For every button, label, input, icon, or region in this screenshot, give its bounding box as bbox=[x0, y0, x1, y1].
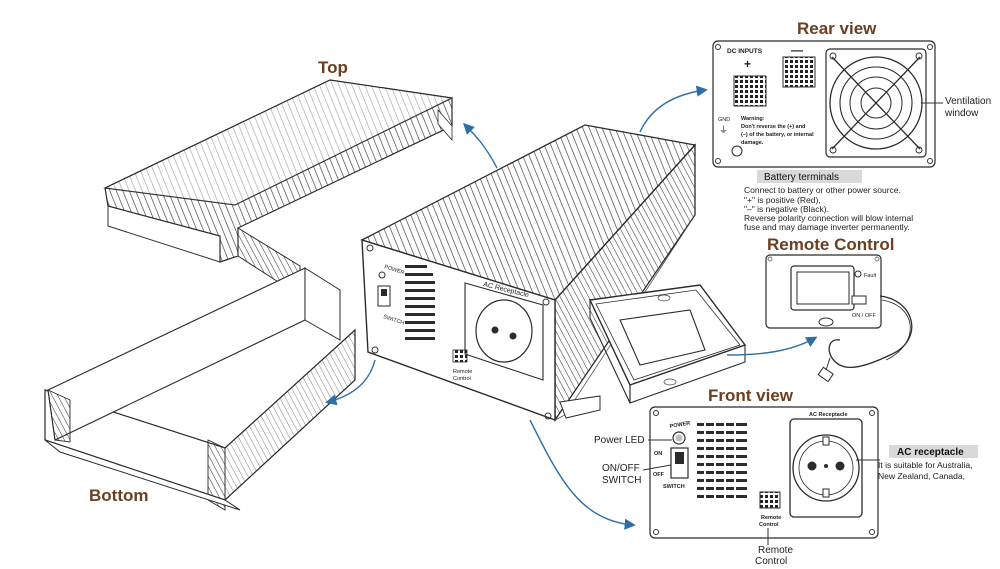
ventilation-label-2: window bbox=[944, 108, 979, 119]
battery-terminals-title: Battery terminals bbox=[764, 172, 839, 183]
front-ac-receptacle-label: AC Receptacle bbox=[809, 412, 848, 418]
rear-minus-sign: — bbox=[791, 43, 803, 57]
battery-note-line-4: Reverse polarity connection will blow in… bbox=[744, 213, 913, 223]
front-remote-label-2: Control bbox=[759, 522, 779, 528]
remote-on-off-label: ON / OFF bbox=[852, 313, 876, 319]
ventilation-label-1: Ventilation bbox=[945, 96, 991, 107]
front-on-label: ON bbox=[654, 451, 662, 457]
rear-gnd-label: GND bbox=[718, 117, 730, 123]
top-housing-illustration bbox=[102, 79, 454, 297]
callout-on-off-1: ON/OFF bbox=[602, 463, 640, 474]
front-switch-label: SWITCH bbox=[663, 484, 685, 490]
bottom-housing-illustration bbox=[44, 267, 356, 511]
arrow-to-rear-view bbox=[639, 85, 708, 133]
unit-remote-label-1: Remote bbox=[453, 369, 472, 375]
rear-warning-3: (–) of the battery, or internal bbox=[741, 132, 814, 138]
ground-icon: ⏚ bbox=[719, 125, 728, 135]
heading-front-view: Front view bbox=[708, 386, 794, 405]
callout-on-off-2: SWITCH bbox=[602, 475, 641, 486]
rear-view-panel: DC INPUTS + — GND ⏚ Warning: Don't rever… bbox=[712, 40, 991, 168]
heading-bottom: Bottom bbox=[89, 486, 148, 505]
rear-dc-inputs-label: DC INPUTS bbox=[727, 48, 763, 55]
front-remote-label-1: Remote bbox=[761, 515, 781, 521]
arrow-to-bottom bbox=[325, 359, 376, 406]
rear-positive-terminal bbox=[733, 75, 767, 107]
front-callouts: Power LED ON/OFF SWITCH Remote Control bbox=[594, 435, 793, 567]
callout-remote-1: Remote bbox=[758, 545, 793, 556]
ac-note-line-2: New Zealand, Canada, bbox=[878, 471, 965, 481]
front-off-label: OFF bbox=[653, 472, 665, 478]
front-remote-port bbox=[759, 491, 781, 509]
heading-remote-control: Remote Control bbox=[767, 235, 895, 254]
ac-receptacle-title: AC receptacle bbox=[897, 447, 964, 458]
arrow-to-top bbox=[463, 123, 498, 169]
inverter-unit-illustration: AC Receptacle POWER SWITCH Remote Contro… bbox=[360, 124, 697, 423]
rear-negative-terminal bbox=[782, 56, 816, 88]
battery-terminals-badge bbox=[757, 170, 862, 183]
front-power-label: POWER bbox=[669, 420, 691, 430]
arrow-to-front-view bbox=[529, 419, 636, 530]
unit-remote-label-2: Control bbox=[453, 376, 471, 382]
battery-note-line-3: "–" is negative (Black). bbox=[744, 204, 829, 214]
ac-receptacle-note: AC receptacle It is suitable for Austral… bbox=[856, 445, 978, 481]
battery-note-line-5: fuse and may damage inverter permanently… bbox=[744, 222, 910, 232]
callout-power-led: Power LED bbox=[594, 435, 645, 446]
heading-top: Top bbox=[318, 58, 348, 77]
heading-rear-view: Rear view bbox=[797, 19, 877, 38]
battery-note-line-1: Connect to battery or other power source… bbox=[744, 185, 901, 195]
rear-plus-sign: + bbox=[744, 57, 751, 71]
ac-note-line-1: It is suitable for Australia, bbox=[878, 460, 973, 470]
rear-warning-1: Warning: bbox=[741, 116, 765, 122]
remote-tilted-illustration bbox=[588, 284, 747, 404]
front-vent-slots bbox=[697, 420, 747, 500]
arrow-to-remote-control bbox=[726, 336, 818, 356]
battery-terminals-note: Battery terminals Connect to battery or … bbox=[744, 170, 913, 232]
remote-fault-label: Fault bbox=[864, 273, 877, 279]
remote-control-panel: Fault ON / OFF bbox=[765, 254, 913, 383]
unit-vent-slots bbox=[405, 265, 435, 340]
front-view-panel: POWER ON OFF SWITCH AC Receptacle bbox=[649, 406, 879, 539]
connector-arrows bbox=[325, 85, 818, 530]
battery-note-line-2: "+" is positive (Red), bbox=[744, 195, 821, 205]
ventilation-fan-icon bbox=[825, 48, 927, 158]
ac-receptacle-badge bbox=[889, 445, 978, 458]
rear-warning-2: Don't reverse the (+) and bbox=[741, 124, 805, 130]
rear-warning-4: damage. bbox=[741, 140, 764, 146]
callout-remote-2: Control bbox=[755, 556, 787, 567]
